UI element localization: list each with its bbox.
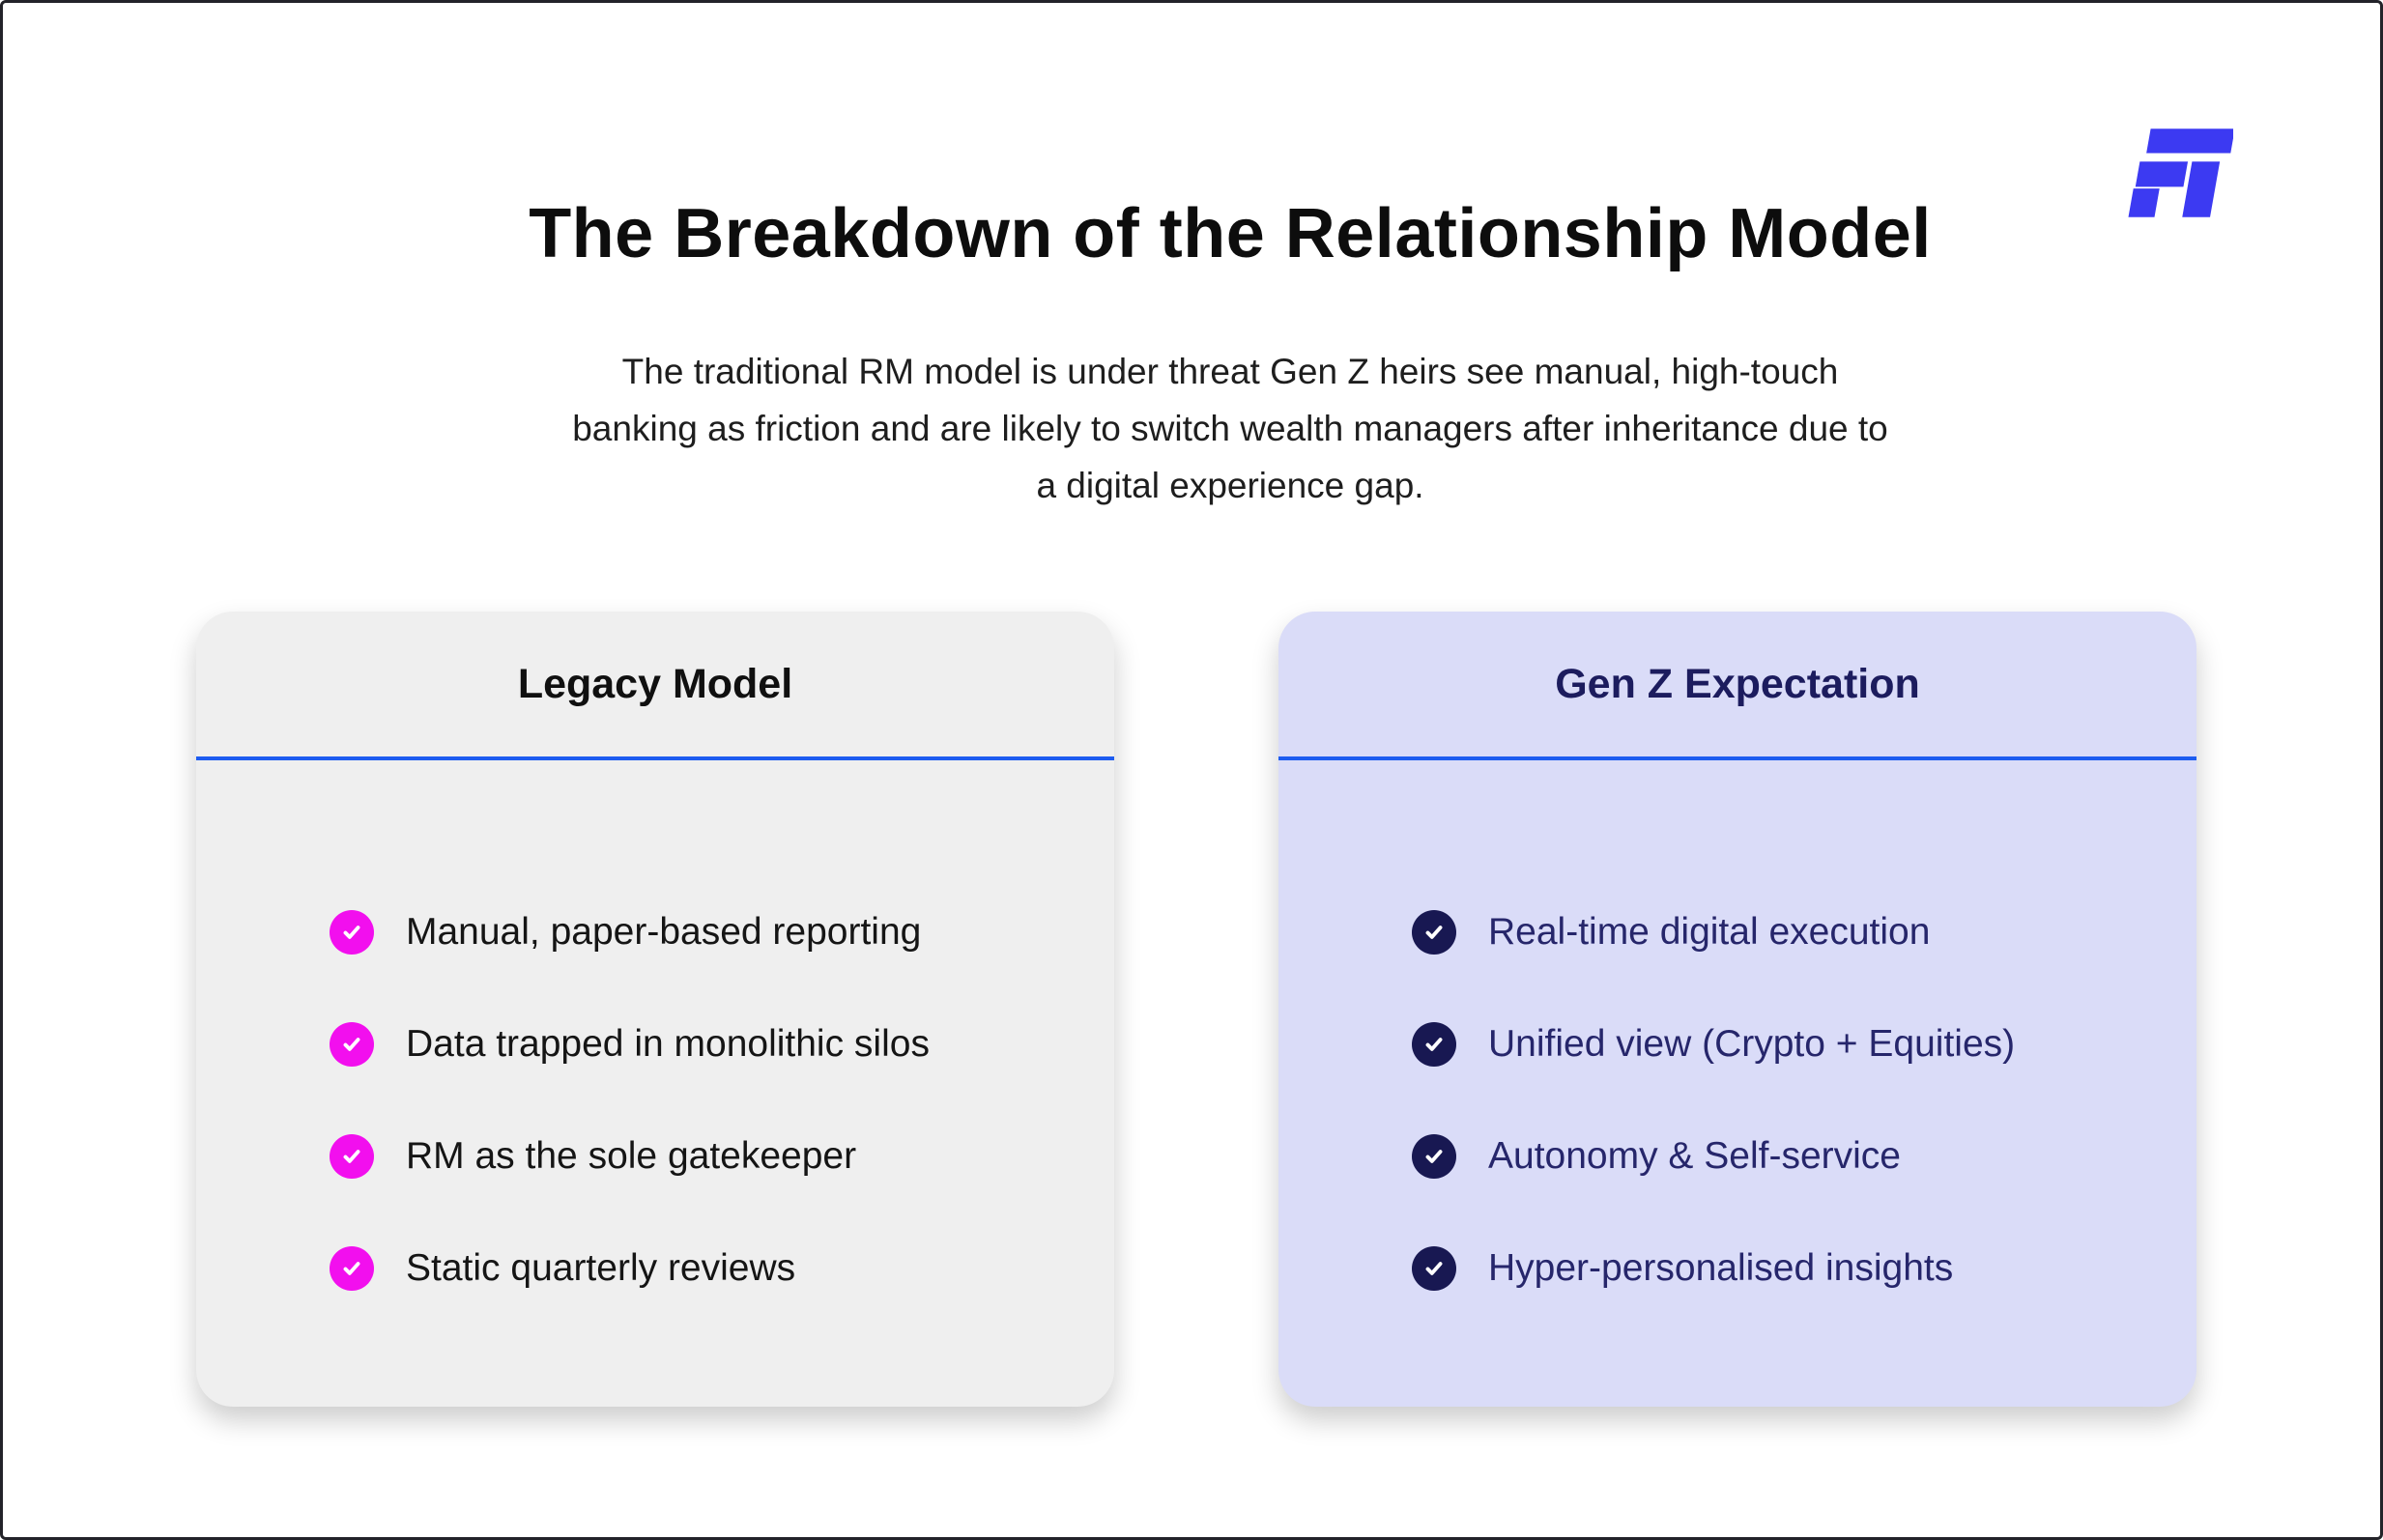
list-item-label: Real-time digital execution	[1488, 911, 1931, 953]
card-genz-list: Real-time digital execution Unified view…	[1278, 760, 2196, 1291]
check-circle-icon	[330, 910, 374, 955]
subtitle-line-1: The traditional RM model is under threat…	[621, 352, 1839, 391]
list-item-label: Unified view (Crypto + Equities)	[1488, 1023, 2016, 1065]
check-circle-icon	[1412, 1134, 1456, 1179]
list-item: Static quarterly reviews	[330, 1246, 1085, 1291]
list-item-label: Static quarterly reviews	[406, 1247, 796, 1289]
list-item: Hyper-personalised insights	[1412, 1246, 2168, 1291]
subtitle-line-3: a digital experience gap.	[1036, 466, 1424, 505]
ft-brand-logo-icon	[2115, 128, 2233, 217]
ft-logo-graphic	[2128, 128, 2233, 217]
list-item-label: RM as the sole gatekeeper	[406, 1135, 857, 1177]
check-circle-icon	[1412, 1022, 1456, 1067]
page-title: The Breakdown of the Relationship Model	[529, 195, 1932, 272]
check-circle-icon	[330, 1246, 374, 1291]
check-circle-icon	[330, 1134, 374, 1179]
card-genz-title: Gen Z Expectation	[1278, 612, 2196, 760]
list-item-label: Hyper-personalised insights	[1488, 1247, 1954, 1289]
list-item: Data trapped in monolithic silos	[330, 1022, 1085, 1067]
list-item-label: Data trapped in monolithic silos	[406, 1023, 930, 1065]
list-item: Manual, paper-based reporting	[330, 910, 1085, 955]
list-item-label: Autonomy & Self-service	[1488, 1135, 1902, 1177]
list-item: RM as the sole gatekeeper	[330, 1134, 1085, 1179]
list-item: Real-time digital execution	[1412, 910, 2168, 955]
subtitle-line-2: banking as friction and are likely to sw…	[572, 409, 1888, 448]
check-circle-icon	[1412, 910, 1456, 955]
card-genz-expectation: Gen Z Expectation Real-time digital exec…	[1278, 612, 2196, 1407]
comparison-cards: Legacy Model Manual, paper-based reporti…	[196, 612, 2196, 1407]
card-legacy-list: Manual, paper-based reporting Data trapp…	[196, 760, 1114, 1291]
card-legacy-model: Legacy Model Manual, paper-based reporti…	[196, 612, 1114, 1407]
list-item-label: Manual, paper-based reporting	[406, 911, 922, 953]
page-subtitle: The traditional RM model is under threat…	[3, 343, 2380, 514]
list-item: Unified view (Crypto + Equities)	[1412, 1022, 2168, 1067]
card-legacy-title: Legacy Model	[196, 612, 1114, 760]
list-item: Autonomy & Self-service	[1412, 1134, 2168, 1179]
check-circle-icon	[330, 1022, 374, 1067]
check-circle-icon	[1412, 1246, 1456, 1291]
